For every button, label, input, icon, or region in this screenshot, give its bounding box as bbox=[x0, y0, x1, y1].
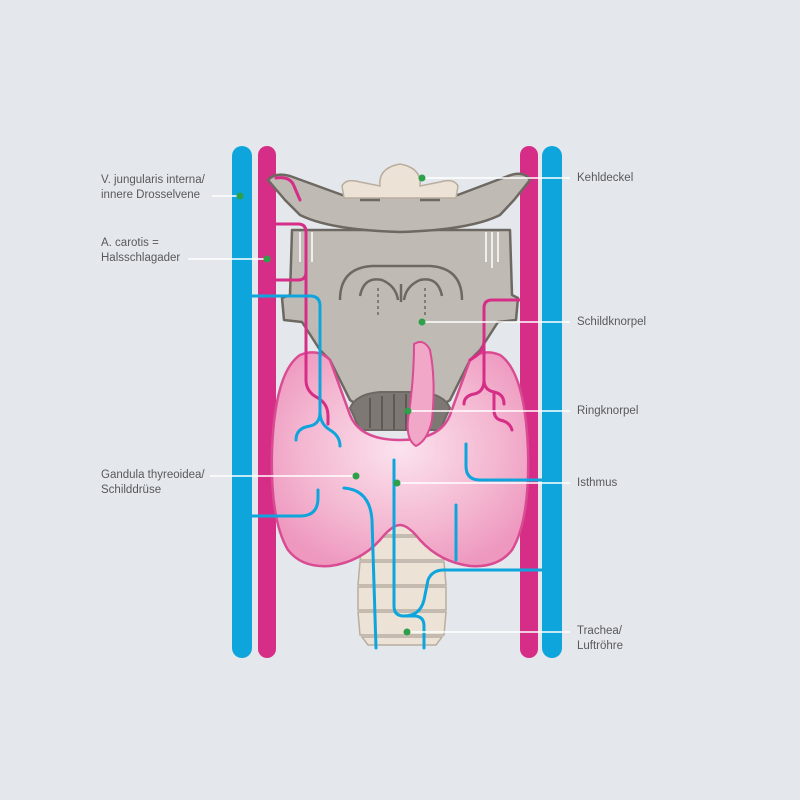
label-trachea: Trachea/ Luftröhre bbox=[577, 625, 624, 652]
marker-trachea bbox=[403, 628, 411, 636]
hyoid-bone bbox=[266, 163, 532, 234]
artery-left bbox=[258, 146, 276, 658]
marker-epiglottis bbox=[418, 174, 426, 182]
label-carotis: A. carotis = Halsschlagader bbox=[101, 237, 181, 264]
vein-right bbox=[542, 146, 562, 658]
label-vena-jugularis: V. jungularis interna/ innere Drosselven… bbox=[101, 174, 205, 201]
vein-branches bbox=[250, 294, 544, 650]
marker-vena bbox=[236, 192, 244, 200]
label-epiglottis: Kehldeckel bbox=[577, 172, 634, 184]
label-thyroid-cartilage: Schildknorpel bbox=[577, 316, 647, 328]
marker-isthmus bbox=[393, 479, 401, 487]
artery-right bbox=[520, 146, 538, 658]
marker-thyroid bbox=[352, 472, 360, 480]
label-isthmus: Isthmus bbox=[577, 477, 618, 489]
marker-cricoid bbox=[404, 407, 412, 415]
marker-thyroid-cartilage bbox=[418, 318, 426, 326]
vein-left bbox=[232, 146, 252, 658]
label-thyroid-gland: Gandula thyreoidea/ Schilddrüse bbox=[101, 469, 205, 496]
marker-dots bbox=[236, 174, 426, 636]
label-cricoid: Ringknorpel bbox=[577, 405, 639, 417]
marker-carotis bbox=[263, 255, 271, 263]
thyroid-cartilage bbox=[280, 228, 520, 422]
artery-branches bbox=[274, 176, 522, 432]
leader-lines bbox=[188, 177, 570, 633]
